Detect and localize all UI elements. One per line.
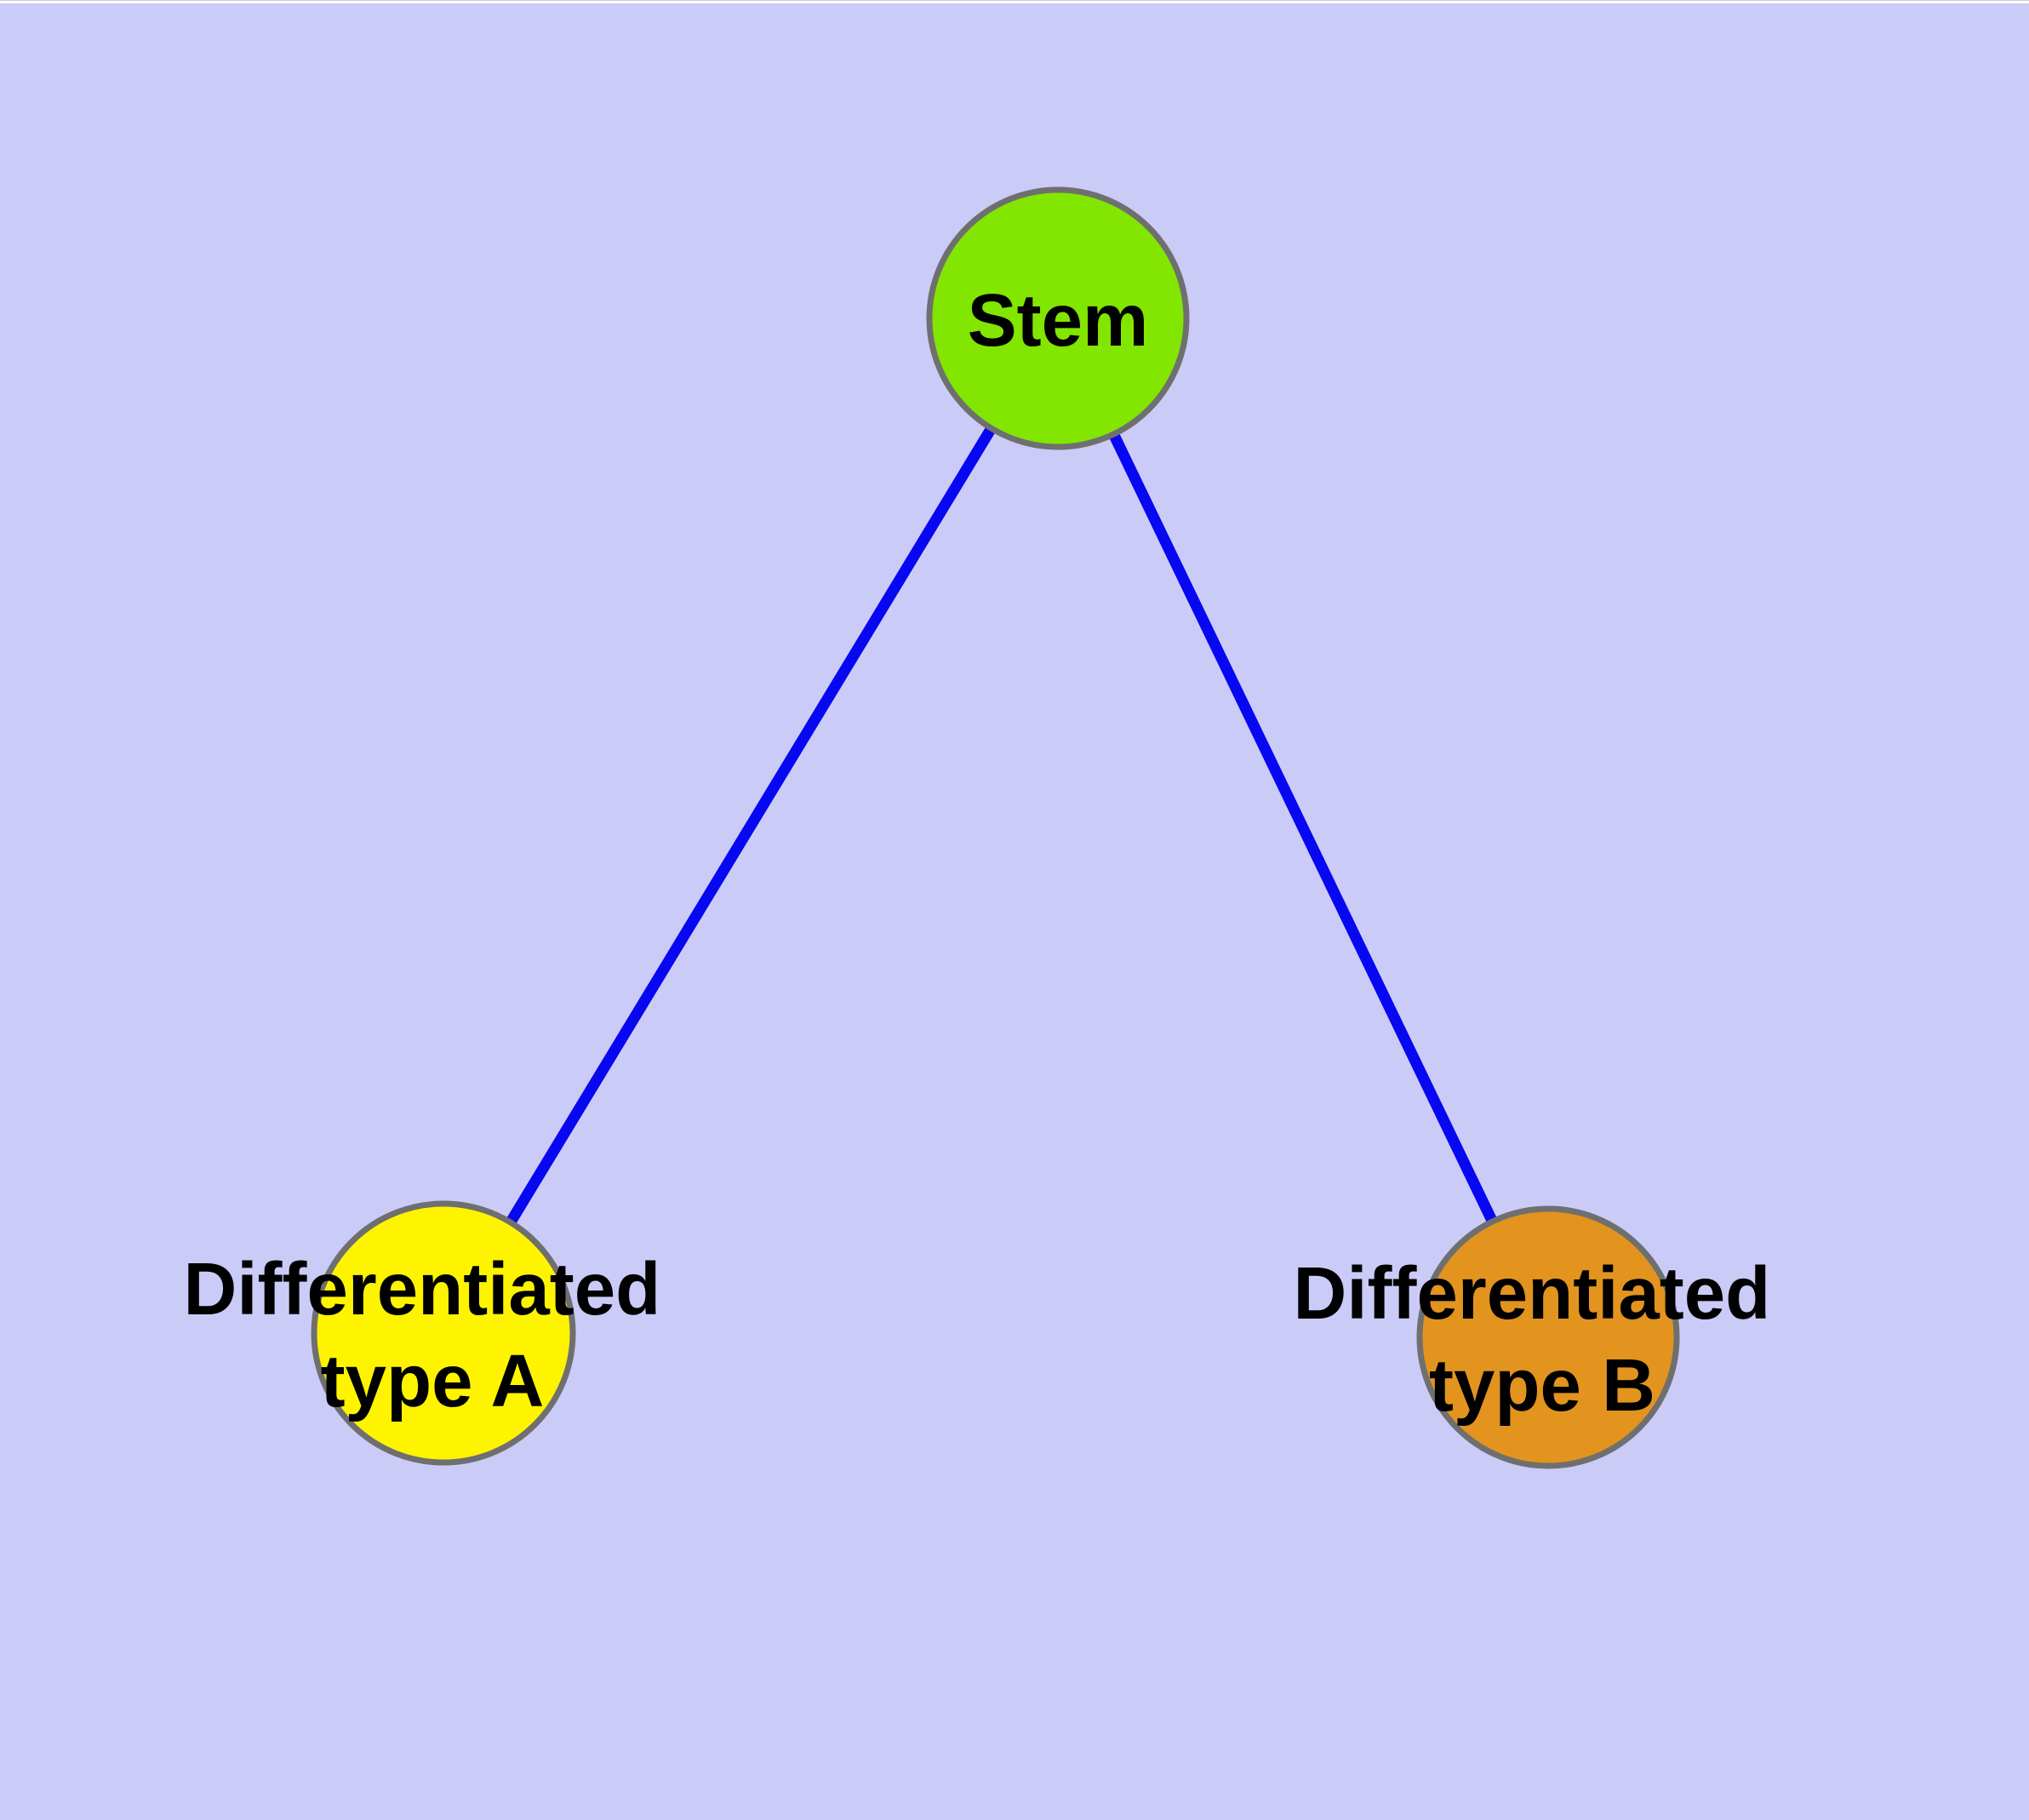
node-differentiated-type-b-label-line2: type B	[1429, 1344, 1655, 1427]
top-edge-white-strip	[0, 0, 2029, 3]
node-differentiated-type-b	[1416, 1205, 1680, 1469]
node-differentiated-type-b-label: Differentiated type B	[1294, 1252, 1792, 1427]
node-differentiated-type-a	[311, 1200, 576, 1466]
node-stem	[926, 186, 1190, 450]
node-differentiated-type-b-label-line1: Differentiated	[1294, 1252, 1771, 1335]
node-differentiated-type-a-label-line2: type A	[321, 1340, 545, 1422]
node-stem-label: Stem	[968, 279, 1149, 362]
edge-stem-to-type-b	[1053, 316, 1553, 1340]
node-differentiated-type-a-label: Differentiated type A	[184, 1248, 682, 1422]
edge-stem-to-type-a	[438, 315, 1063, 1336]
node-differentiated-type-a-label-line1: Differentiated	[184, 1248, 661, 1331]
